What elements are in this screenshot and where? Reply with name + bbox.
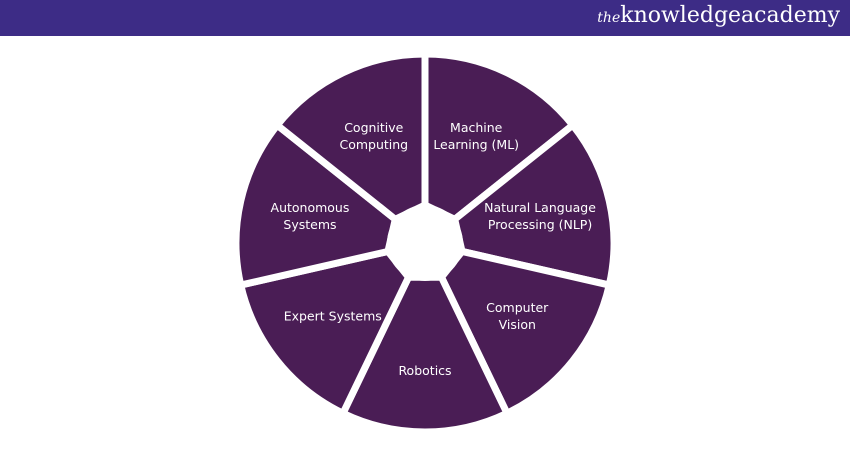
header-bar: theknowledgeacademy [0,0,850,36]
wheel-segment [450,120,618,290]
segment-label: Robotics [398,363,451,378]
wheel-center [387,205,463,281]
logo[interactable]: theknowledgeacademy [597,3,840,28]
wheel-segment [236,247,413,418]
wheel-segment [232,120,400,290]
segment-label: Expert Systems [284,309,382,324]
wheel-segment [272,50,429,224]
wheel-segment [421,50,578,224]
wheel-segment [437,247,614,418]
wheel-segment [338,273,512,436]
